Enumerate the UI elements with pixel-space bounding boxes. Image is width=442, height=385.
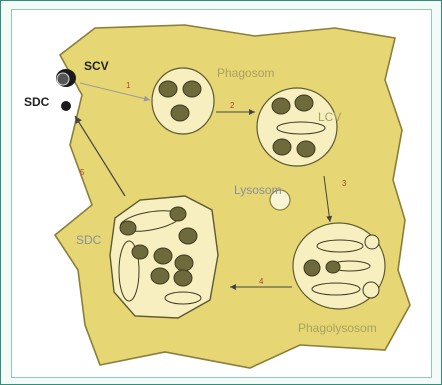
- scv-particle: [56, 69, 76, 87]
- replicative-vacuole: [110, 196, 218, 318]
- step-3: 3: [342, 179, 347, 188]
- round-bacterium: [365, 235, 379, 249]
- step-5: 5: [80, 168, 85, 177]
- elongated-bacterium: [317, 240, 363, 252]
- elongated-bacterium: [165, 292, 201, 304]
- bacterium: [170, 207, 186, 221]
- round-bacterium: [363, 282, 379, 298]
- label-lcv: LCV: [318, 110, 341, 124]
- bacterium: [159, 81, 177, 97]
- sdc-particle: [61, 101, 71, 111]
- label-sdc-top: SDC: [24, 95, 50, 109]
- bacterium: [295, 95, 313, 111]
- label-lysosom: Lysosom: [234, 183, 282, 197]
- label-scv: SCV: [84, 59, 109, 73]
- label-phagosom: Phagosom: [217, 66, 274, 80]
- step-4: 4: [259, 277, 264, 286]
- bacterium: [297, 141, 315, 157]
- phagolysosome-vacuole: [293, 223, 385, 309]
- bacterium: [175, 255, 193, 271]
- bacterium: [272, 98, 290, 114]
- label-sdc-mid: SDC: [76, 233, 102, 247]
- elongated-bacterium: [312, 283, 360, 295]
- bacterium: [326, 261, 340, 273]
- bacterium: [132, 245, 148, 259]
- bacterium: [273, 139, 291, 155]
- label-phagolysosom: Phagolysosom: [298, 321, 377, 335]
- step-2: 2: [230, 101, 235, 110]
- phagosome-vacuole: [152, 68, 214, 134]
- bacterium: [171, 105, 189, 121]
- lcv-vacuole: [257, 88, 337, 166]
- bacterium: [179, 228, 197, 244]
- bacterium: [154, 248, 172, 264]
- bacterium: [304, 260, 320, 276]
- step-1: 1: [126, 81, 131, 90]
- bacterium: [151, 268, 169, 284]
- bacterium: [120, 221, 136, 235]
- bacterium: [174, 270, 192, 286]
- bacterium: [183, 81, 201, 97]
